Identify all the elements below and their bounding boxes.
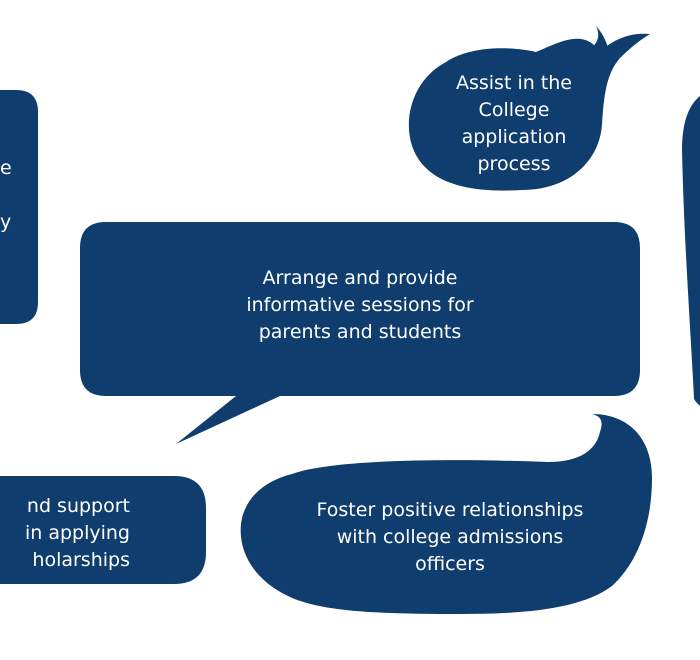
bubble-assist-line-3: application [461,126,567,148]
bubble-sessions [80,222,640,444]
bubble-assist-text: Assist in the College application proces… [430,70,598,178]
bubble-right-partial [682,96,700,406]
bubble-relationships [240,414,652,614]
bubble-assist-line-1: Assist in the [455,72,572,94]
bubble-relationships-line-1: Foster positive relationships [316,499,584,521]
bubble-scholarships [0,476,206,584]
bubble-scholarships-line-2: in applying [24,522,130,544]
bubble-left-top-line-1: e [0,157,12,179]
bubble-assist-tail [560,26,610,90]
bubble-left-top-line-3: y [0,211,12,233]
bubble-scholarships-line-1: nd support [26,495,130,517]
bubble-sessions-line-2: informative sessions for [246,294,474,316]
bubble-relationships-text: Foster positive relationships with colle… [280,497,620,578]
bubble-left-top-line-2 [0,182,16,209]
bubble-relationships-line-3: officers [415,553,485,575]
bubble-scholarships-line-3: holarships [32,549,130,571]
bubble-relationships-line-2: with college admissions [336,526,564,548]
bubble-scholarships-text: nd support in applying holarships [0,493,130,574]
bubble-left-top-text: e y [0,155,16,236]
bubble-sessions-line-1: Arrange and provide [262,267,458,289]
bubble-assist-line-2: College [478,99,550,121]
bubble-left-top [0,90,38,324]
bubble-assist-line-4: process [477,153,551,175]
bubble-sessions-text: Arrange and provide informative sessions… [160,265,560,346]
bubble-sessions-line-3: parents and students [258,321,462,343]
